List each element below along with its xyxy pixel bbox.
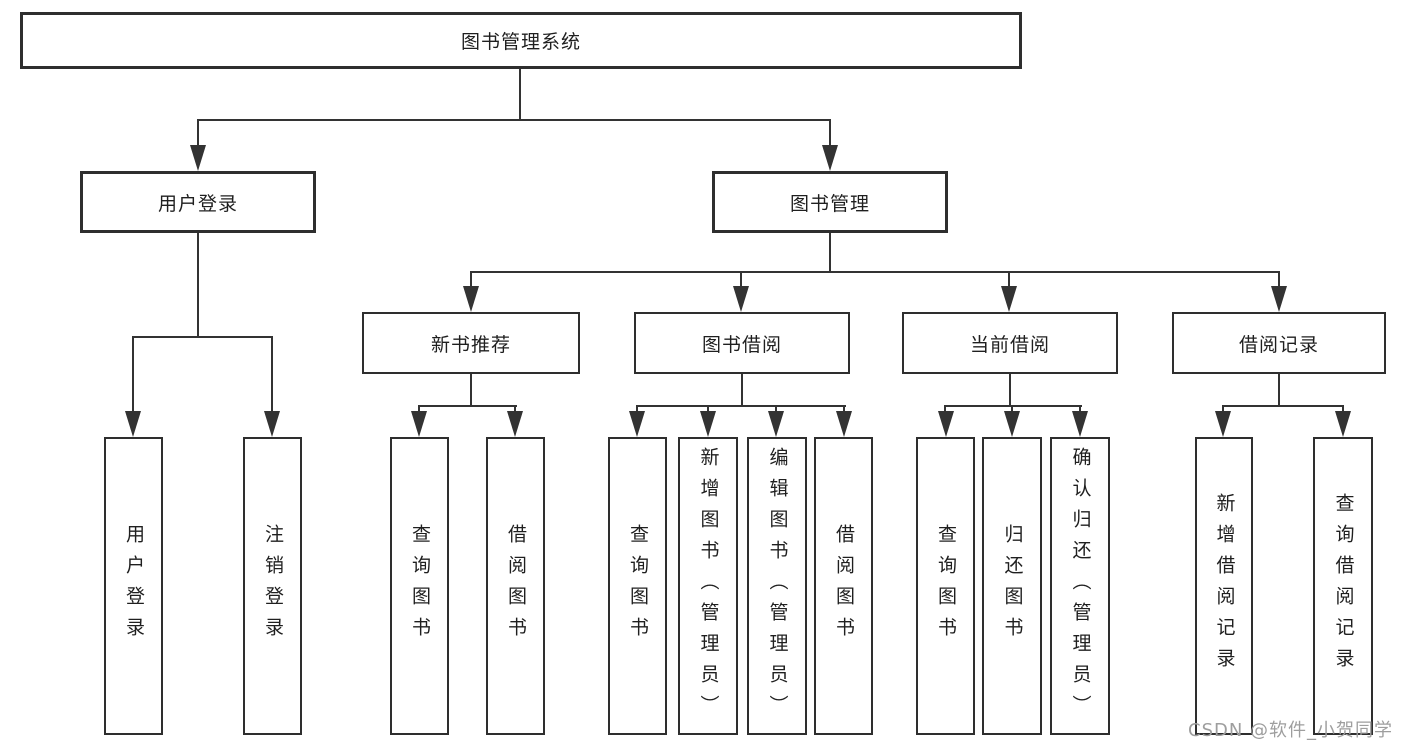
leaf-label: 查询图书 xyxy=(627,524,649,648)
leaf-label: 查询图书 xyxy=(409,524,431,648)
connector-line xyxy=(519,69,521,119)
connector-line xyxy=(636,405,846,407)
connector-line xyxy=(829,233,831,271)
leaf-query-books-recommend: 查询图书 xyxy=(390,437,449,735)
arrow-down-icon xyxy=(463,286,479,312)
connector-line xyxy=(197,121,199,147)
connector-line xyxy=(470,374,472,405)
node-label: 图书管理 xyxy=(789,192,870,215)
leaf-label: 编辑图书（管理员） xyxy=(766,446,789,726)
node-current-borrowing: 当前借阅 xyxy=(902,312,1118,374)
leaf-label: 新增图书（管理员） xyxy=(697,446,720,726)
arrow-down-icon xyxy=(1271,286,1287,312)
connector-line xyxy=(944,405,1082,407)
node-label: 当前借阅 xyxy=(969,333,1050,356)
connector-line xyxy=(197,233,199,336)
arrow-down-icon xyxy=(1001,286,1017,312)
leaf-query-books-current: 查询图书 xyxy=(916,437,975,735)
connector-line xyxy=(1009,374,1011,405)
arrow-down-icon xyxy=(938,411,954,437)
leaf-label: 注销登录 xyxy=(262,524,284,648)
arrow-down-icon xyxy=(822,145,838,171)
connector-line xyxy=(470,271,1280,273)
arrow-down-icon xyxy=(733,286,749,312)
node-user-login: 用户登录 xyxy=(80,171,316,233)
node-label: 用户登录 xyxy=(157,192,238,215)
leaf-query-books-borrow: 查询图书 xyxy=(608,437,667,735)
node-new-book-recommendation: 新书推荐 xyxy=(362,312,580,374)
leaf-label: 用户登录 xyxy=(123,524,145,648)
watermark: CSDN @软件_小贺同学 xyxy=(1188,720,1394,741)
leaf-borrow-books-recommend: 借阅图书 xyxy=(486,437,545,735)
leaf-add-books-admin: 新增图书（管理员） xyxy=(678,437,738,735)
arrow-down-icon xyxy=(1004,411,1020,437)
node-borrowing-records: 借阅记录 xyxy=(1172,312,1386,374)
leaf-logout: 注销登录 xyxy=(243,437,302,735)
arrow-down-icon xyxy=(1072,411,1088,437)
arrow-down-icon xyxy=(629,411,645,437)
arrow-down-icon xyxy=(1215,411,1231,437)
leaf-label: 归还图书 xyxy=(1001,524,1024,648)
node-book-management: 图书管理 xyxy=(712,171,948,233)
leaf-label: 查询借阅记录 xyxy=(1332,493,1355,679)
leaf-label: 查询图书 xyxy=(935,524,957,648)
arrow-down-icon xyxy=(411,411,427,437)
leaf-edit-books-admin: 编辑图书（管理员） xyxy=(747,437,807,735)
leaf-borrow-books: 借阅图书 xyxy=(814,437,873,735)
connector-line xyxy=(132,336,273,338)
leaf-confirm-return-admin: 确认归还（管理员） xyxy=(1050,437,1110,735)
connector-line xyxy=(829,121,831,147)
leaf-add-borrow-record: 新增借阅记录 xyxy=(1195,437,1253,735)
connector-line xyxy=(470,273,472,288)
node-root: 图书管理系统 xyxy=(20,12,1022,69)
leaf-label: 新增借阅记录 xyxy=(1213,493,1236,679)
arrow-down-icon xyxy=(836,411,852,437)
arrow-down-icon xyxy=(190,145,206,171)
connector-line xyxy=(741,374,743,405)
leaf-label: 借阅图书 xyxy=(505,524,527,648)
arrow-down-icon xyxy=(768,411,784,437)
node-book-borrowing: 图书借阅 xyxy=(634,312,850,374)
node-label: 图书管理系统 xyxy=(460,31,581,53)
connector-line xyxy=(1222,405,1344,407)
connector-line xyxy=(197,119,831,121)
connector-line xyxy=(1008,273,1010,288)
arrow-down-icon xyxy=(264,411,280,437)
connector-line xyxy=(132,338,134,413)
leaf-user-login: 用户登录 xyxy=(104,437,163,735)
node-label: 新书推荐 xyxy=(430,333,511,356)
arrow-down-icon xyxy=(507,411,523,437)
connector-line xyxy=(418,405,517,407)
node-label: 图书借阅 xyxy=(701,333,782,356)
leaf-label: 借阅图书 xyxy=(833,524,855,648)
leaf-label: 确认归还（管理员） xyxy=(1069,446,1092,726)
arrow-down-icon xyxy=(125,411,141,437)
leaf-return-books: 归还图书 xyxy=(982,437,1042,735)
connector-line xyxy=(271,338,273,413)
leaf-query-borrow-record: 查询借阅记录 xyxy=(1313,437,1373,735)
connector-line xyxy=(740,273,742,288)
connector-line xyxy=(1278,374,1280,405)
node-label: 借阅记录 xyxy=(1238,333,1319,356)
arrow-down-icon xyxy=(1335,411,1351,437)
connector-line xyxy=(1278,273,1280,288)
arrow-down-icon xyxy=(700,411,716,437)
